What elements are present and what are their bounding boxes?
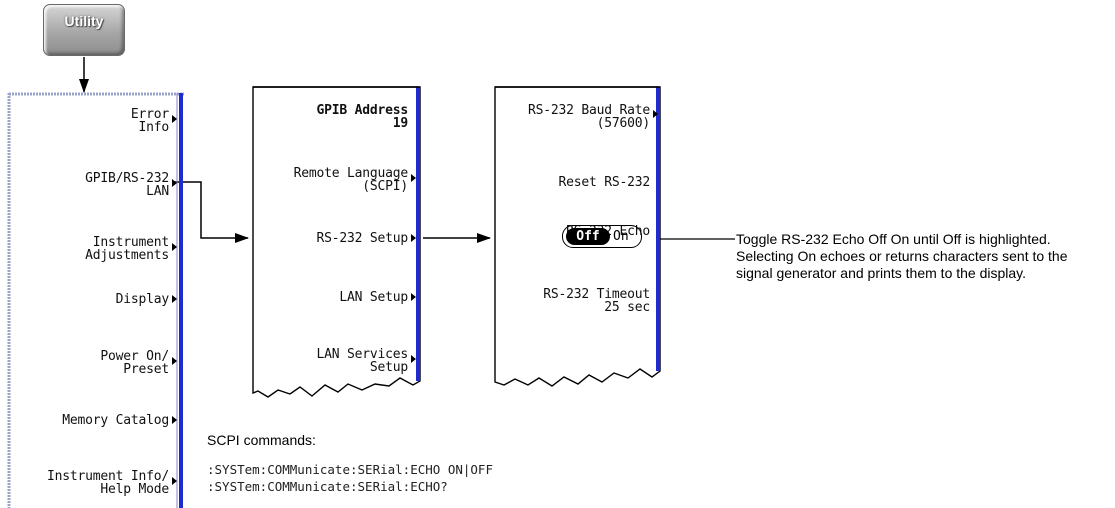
gpib-menu-item-softkey[interactable]: RS-232 Setup [316, 231, 408, 246]
baud-rate-softkey-line1[interactable]: RS-232 Baud Rate [527, 103, 650, 118]
rs232-timeout-softkey-line1[interactable]: RS-232 Timeout [543, 287, 650, 302]
utility-menu-item-softkey[interactable]: Memory Catalog [62, 413, 169, 428]
utility-menu-item-softkey[interactable]: Instrument [92, 235, 169, 250]
rs232-echo-on-option[interactable]: On [613, 229, 629, 244]
baud-rate-submenu-arrow-icon [653, 110, 658, 118]
rs232-timeout-softkey-line2[interactable]: 25 sec [604, 300, 650, 315]
gpib-menu-item-softkey[interactable]: Setup [369, 360, 408, 375]
utility-menu-item-softkey[interactable]: Adjustments [85, 248, 169, 263]
scpi-heading: SCPI commands: [207, 432, 316, 448]
submenu-arrow-icon [172, 357, 177, 365]
utility-menu-item-softkey[interactable]: Info [138, 120, 169, 135]
utility-menu-item-softkey[interactable]: Instrument Info/ [46, 469, 169, 484]
submenu-arrow-icon [411, 174, 416, 182]
baud-rate-softkey-line2[interactable]: (57600) [596, 116, 651, 131]
gpib-menu-item-softkey[interactable]: LAN Services [316, 347, 408, 362]
utility-menu-item-softkey[interactable]: Preset [123, 362, 169, 377]
reset-rs232-softkey[interactable]: Reset RS-232 [558, 175, 650, 190]
utility-menu-item-softkey[interactable]: LAN [146, 184, 169, 199]
submenu-arrow-icon [411, 355, 416, 363]
rs232-softkey-menu: RS-232 Baud Rate (57600) Reset RS-232 RS… [492, 85, 666, 415]
gpib-menu-item-softkey[interactable]: LAN Setup [339, 290, 408, 305]
gpib-address-label: GPIB Address [316, 103, 408, 118]
gpib-softkey-menu: GPIB Address 19 Remote Language(SCPI) RS-… [250, 85, 424, 415]
utility-menu-item-softkey[interactable]: Error [130, 107, 169, 122]
utility-menu-frame [7, 92, 184, 508]
utility-hardkey-label: Utility [64, 13, 104, 29]
utility-menu-item-softkey[interactable]: Help Mode [100, 482, 169, 497]
gpib-to-submenu-arrow [175, 181, 249, 243]
rs232-menu-frame [494, 86, 661, 387]
scpi-command: :SYSTem:COMMunicate:SERial:ECHO? [207, 479, 448, 494]
utility-menu-item-softkey[interactable]: GPIB/RS-232 [85, 171, 169, 186]
submenu-arrow-icon [411, 293, 416, 301]
utility-hardkey[interactable]: Utility [43, 4, 125, 56]
utility-menu-item-softkey[interactable]: Power On/ [100, 349, 169, 364]
submenu-arrow-icon [172, 295, 177, 303]
rs232-echo-toggle[interactable] [562, 225, 642, 248]
gpib-menu-item-softkey[interactable]: (SCPI) [362, 179, 408, 194]
submenu-arrow-icon [172, 115, 177, 123]
submenu-arrow-icon [411, 234, 416, 242]
gpib-address-value: 19 [392, 116, 408, 131]
submenu-arrow-icon [172, 477, 177, 485]
gpib-menu-item-softkey[interactable]: Remote Language [293, 166, 409, 181]
scpi-command: :SYSTem:COMMunicate:SERial:ECHO ON|OFF [207, 462, 493, 477]
gpib-menu-frame [252, 86, 421, 398]
rs232-echo-off-option[interactable]: Off [566, 228, 610, 245]
echo-annotation: Toggle RS-232 Echo Off On until Off is h… [736, 231, 1068, 281]
submenu-arrow-icon [172, 243, 177, 251]
submenu-arrow-icon [172, 416, 177, 424]
utility-menu-item-softkey[interactable]: Display [115, 292, 170, 307]
submenu-arrow-icon [172, 179, 177, 187]
